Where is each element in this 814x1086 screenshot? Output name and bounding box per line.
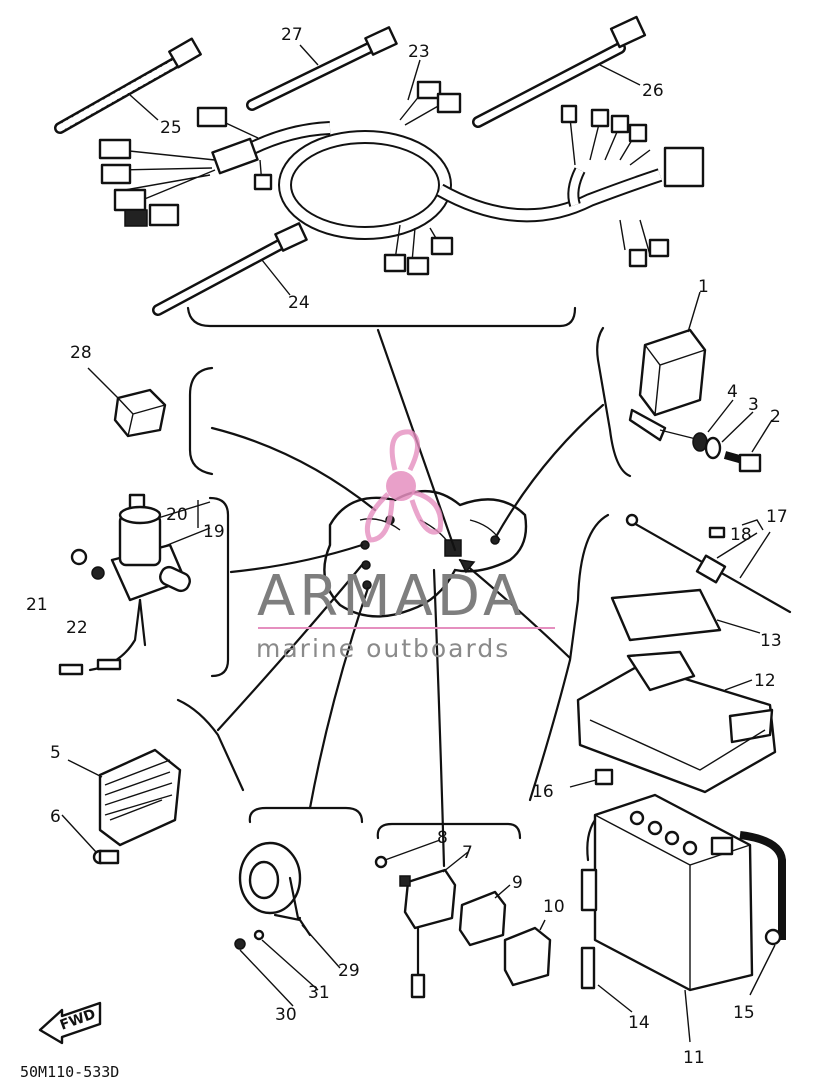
callout-7: 7 (462, 843, 473, 863)
callout-27: 27 (281, 25, 303, 45)
callout-19: 19 (203, 522, 225, 542)
watermark: ARMADA marine outboards (256, 429, 555, 663)
callout-20: 20 (166, 505, 188, 525)
watermark-subtitle: marine outboards (256, 634, 510, 663)
callout-11: 11 (683, 1048, 705, 1068)
callout-29: 29 (338, 961, 360, 981)
wire-harness (98, 80, 705, 328)
callout-14: 14 (628, 1013, 650, 1033)
callout-10: 10 (543, 897, 565, 917)
part-28 (87, 366, 214, 476)
bracket-16 (569, 768, 614, 788)
callout-5: 5 (50, 743, 61, 763)
battery-band (625, 513, 792, 614)
callout-9: 9 (512, 873, 523, 893)
callout-30: 30 (275, 1005, 297, 1025)
drawing-code: 50M110-533D (20, 1063, 119, 1081)
callout-labels: 1 2 3 4 5 6 7 8 9 10 11 12 13 14 15 16 1… (26, 25, 788, 1068)
rectifier (61, 698, 245, 865)
callout-24: 24 (288, 293, 310, 313)
callout-8: 8 (437, 828, 448, 848)
callout-2: 2 (770, 407, 781, 427)
fwd-arrow-icon: FWD (38, 1001, 102, 1045)
callout-22: 22 (66, 618, 88, 638)
callout-28: 28 (70, 343, 92, 363)
battery-box (576, 650, 777, 794)
callout-1: 1 (698, 277, 709, 297)
callout-4: 4 (727, 382, 738, 402)
callout-15: 15 (733, 1003, 755, 1023)
callout-13: 13 (760, 631, 782, 651)
watermark-title: ARMADA (257, 564, 525, 629)
callout-23: 23 (408, 42, 430, 62)
callout-6: 6 (50, 807, 61, 827)
callout-21: 21 (26, 595, 48, 615)
main-switch (58, 493, 230, 678)
callout-3: 3 (748, 395, 759, 415)
battery (528, 513, 786, 1043)
cable-tie-27 (246, 26, 398, 111)
callout-25: 25 (160, 118, 182, 138)
pad-13 (610, 588, 761, 642)
callout-18: 18 (730, 525, 752, 545)
cable-tie-25 (54, 37, 202, 134)
cdi-unit (596, 291, 773, 478)
cable-tie-24 (152, 222, 308, 316)
cable-tie-26 (472, 15, 647, 128)
callout-26: 26 (642, 81, 664, 101)
callout-31: 31 (308, 983, 330, 1003)
relay-group (374, 822, 552, 999)
horn (234, 806, 364, 1007)
callout-17: 17 (766, 507, 788, 527)
callout-16: 16 (532, 782, 554, 802)
callout-12: 12 (754, 671, 776, 691)
